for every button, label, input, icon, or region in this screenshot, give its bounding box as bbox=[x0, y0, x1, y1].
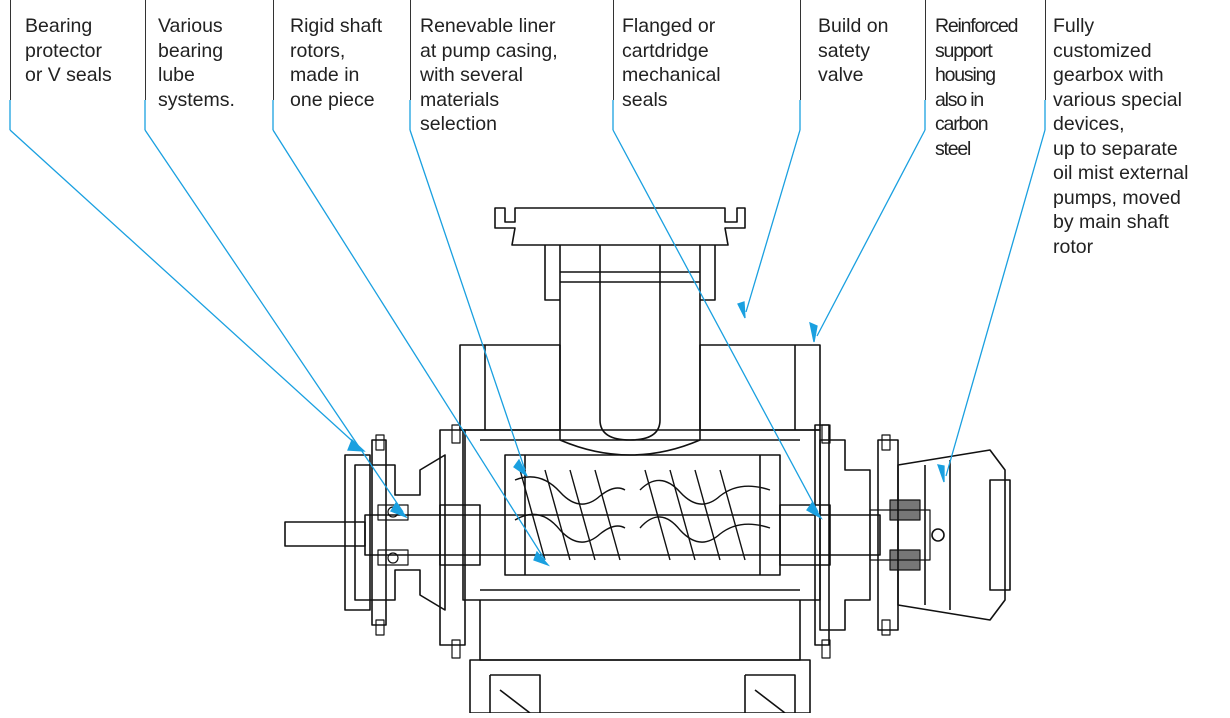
left-bearing-housing bbox=[354, 454, 446, 611]
leader-bearing-lube bbox=[144, 100, 408, 519]
callout-mechanical-seals: Flanged or cartdridge mechanical seals bbox=[622, 15, 721, 111]
callout-separator bbox=[273, 0, 274, 100]
leader-renewable-liner bbox=[409, 100, 528, 477]
main-shaft bbox=[364, 514, 881, 556]
callout-bearing-protector: Bearing protector or V seals bbox=[25, 15, 112, 86]
callout-separator bbox=[613, 0, 614, 100]
leader-mechanical-seals bbox=[612, 100, 823, 520]
left-end-cover bbox=[344, 454, 371, 611]
callout-safety-valve: Build on satety valve bbox=[818, 15, 889, 86]
leader-rigid-shaft bbox=[272, 100, 551, 567]
callout-separator bbox=[1045, 0, 1046, 100]
callout-separator bbox=[145, 0, 146, 100]
flange-bolts bbox=[375, 424, 891, 659]
callout-separator bbox=[800, 0, 801, 100]
leader-lines bbox=[9, 100, 1046, 567]
leader-safety-valve bbox=[737, 100, 801, 319]
callout-rigid-shaft: Rigid shaft rotors, made in one piece bbox=[290, 15, 383, 111]
callout-separator bbox=[10, 0, 11, 100]
callout-separator bbox=[410, 0, 411, 100]
callout-gearbox: Fully customized gearbox with various sp… bbox=[1053, 15, 1189, 258]
rotor-chamber bbox=[504, 454, 781, 576]
callout-bearing-lube: Various bearing lube systems. bbox=[158, 15, 235, 111]
leader-support-housing bbox=[809, 100, 926, 343]
leader-gearbox bbox=[937, 100, 1046, 483]
gearbox-housing bbox=[897, 449, 1006, 621]
discharge-flange bbox=[494, 207, 746, 246]
callout-renewable-liner: Renevable liner at pump casing, with sev… bbox=[420, 15, 558, 135]
callout-separator bbox=[925, 0, 926, 100]
callout-support-housing: Reinforced support housing also in carbo… bbox=[935, 15, 1019, 160]
